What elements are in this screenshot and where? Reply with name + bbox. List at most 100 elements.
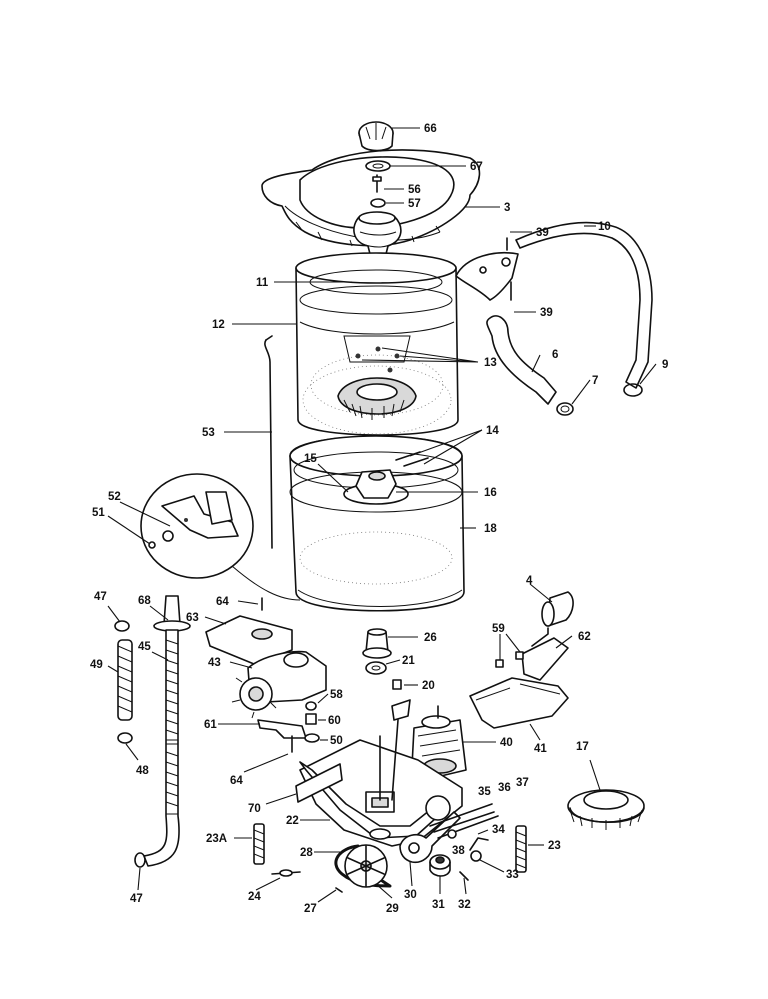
callout-57: 57 [408,198,421,210]
spring-23A [253,823,265,865]
pump-hardware [304,701,320,743]
callout-61: 61 [204,719,217,731]
callout-23: 23 [548,840,561,852]
bracket-70 [295,763,343,803]
pulley-29 [344,844,388,888]
callout-16: 16 [484,487,497,499]
callout-9: 9 [662,359,668,371]
callout-28: 28 [300,847,313,859]
callout-10: 10 [598,221,611,233]
callout-24: 24 [248,891,261,903]
callout-14: 14 [486,425,499,437]
callout-27: 27 [304,903,317,915]
drain-hose [486,315,557,405]
sump-26 [362,628,392,659]
callout-47-top: 47 [94,591,107,603]
callout-39-bottom: 39 [540,307,553,319]
hose-sleeve-49 [117,639,133,721]
callout-29: 29 [386,903,399,915]
callout-11: 11 [256,277,269,289]
callout-26: 26 [424,632,437,644]
idler-pulley-31 [429,854,451,877]
callout-22: 22 [286,815,299,827]
callout-68: 68 [138,595,151,607]
callout-12: 12 [212,319,225,331]
callout-30: 30 [404,889,417,901]
detail-bubble [140,473,301,601]
callout-31: 31 [432,899,445,911]
agitator-cap-knob [358,121,394,152]
callout-labels: 66 67 56 57 3 39 10 11 39 12 6 13 7 9 53… [90,123,668,915]
callout-45: 45 [138,641,151,653]
gear-17 [567,789,645,830]
callout-39-top: 39 [536,227,549,239]
tub-cover [261,149,481,249]
callout-70: 70 [248,803,261,815]
callout-58: 58 [330,689,343,701]
callout-35: 35 [478,786,491,798]
washer-21 [365,661,387,675]
callout-15: 15 [304,453,317,465]
callout-48: 48 [136,765,149,777]
callout-37: 37 [516,777,529,789]
plug-20 [392,679,402,690]
callout-64-top: 64 [216,596,229,608]
pump-43 [231,650,327,719]
callout-34: 34 [492,824,505,836]
callout-49: 49 [90,659,103,671]
callout-23A: 23A [206,833,227,845]
hose-clamp-7 [556,402,574,416]
pin-27 [335,887,343,893]
fill-hose [515,221,653,389]
suspension-rod [264,335,273,549]
callout-53: 53 [202,427,215,439]
callout-64-bottom: 64 [230,775,243,787]
callout-18: 18 [484,523,497,535]
callout-51: 51 [92,507,105,519]
callout-59: 59 [492,623,505,635]
callout-60: 60 [328,715,341,727]
callout-41: 41 [534,743,547,755]
callout-36: 36 [498,782,511,794]
callout-20: 20 [422,680,435,692]
leader-lines [107,127,657,903]
callout-21: 21 [402,655,415,667]
tub-seal [343,469,409,505]
spring-clip-24 [271,869,301,877]
callout-17: 17 [576,741,589,753]
callout-66: 66 [424,123,437,135]
drain-hose-45 [143,595,191,867]
hose-clamp-47a [114,620,130,632]
pump-cover-63 [205,615,293,665]
agitator-bolt [370,174,386,208]
callout-62: 62 [578,631,591,643]
basket [295,252,459,436]
hose-bracket [455,237,519,301]
callout-52: 52 [108,491,121,503]
screw-32 [459,871,469,881]
hardware-33-34 [469,837,489,862]
callout-43: 43 [208,657,221,669]
callout-50: 50 [330,735,343,747]
callout-56: 56 [408,184,421,196]
callout-6: 6 [552,349,558,361]
cap-washer [365,160,391,172]
callout-32: 32 [458,899,471,911]
callout-47-bottom: 47 [130,893,143,905]
hose-clamp-48 [117,732,133,744]
spring-23 [515,825,527,873]
idler-arm-30 [399,811,461,864]
pump-bracket-61 [257,719,307,753]
control-bracket-41 [469,677,569,729]
hardware-35-38 [429,803,499,839]
callout-13: 13 [484,357,497,369]
callout-67: 67 [470,161,483,173]
callout-33: 33 [506,869,519,881]
hose-clamp-9 [623,383,643,397]
callout-38: 38 [452,845,465,857]
outer-tub [289,435,465,612]
callout-7: 7 [592,375,598,387]
knob-4 [541,591,574,627]
callout-3: 3 [504,202,510,214]
